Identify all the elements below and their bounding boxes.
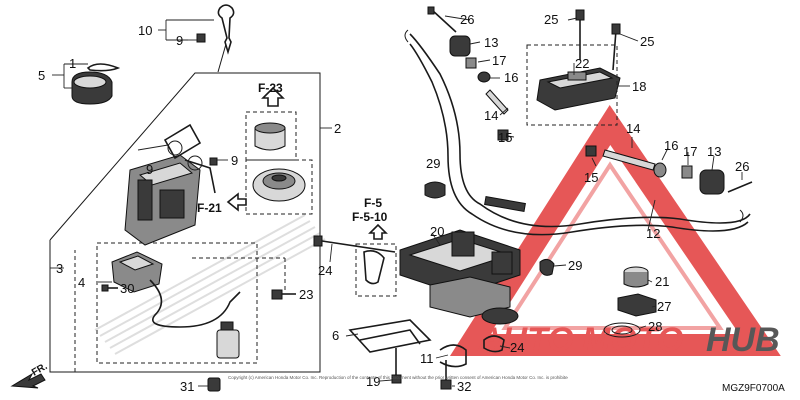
callout-16: 16: [664, 138, 678, 153]
callout-27: 27: [657, 299, 671, 314]
callout-32: 32: [457, 379, 471, 394]
assembly-outline: [49, 72, 332, 373]
nut-9-top: [196, 33, 206, 43]
callout-30: 30: [120, 281, 134, 296]
switch-housing: [111, 251, 241, 359]
bolt-30: [101, 284, 118, 292]
callout-28: 28: [648, 319, 662, 334]
lower-clamps: [348, 319, 505, 390]
callout-20: 20: [430, 224, 444, 239]
ref-f5: F-5: [364, 196, 382, 210]
callout-17: 17: [492, 53, 506, 68]
callout-17: 17: [683, 144, 697, 159]
callout-24: 24: [510, 340, 524, 355]
callout-14: 14: [626, 121, 640, 136]
ignition-switch: [124, 123, 216, 246]
f21-arrow: [226, 192, 247, 212]
stem-cap-parts: [603, 266, 657, 338]
callout-4: 4: [78, 275, 85, 290]
callout-3: 3: [56, 261, 63, 276]
callout-31: 31: [180, 379, 194, 394]
callout-26: 26: [460, 12, 474, 27]
handlebar-holder-upper: [526, 9, 621, 126]
front-label: FR.: [30, 361, 50, 379]
callout-25: 25: [544, 12, 558, 27]
callout-23: 23: [299, 287, 313, 302]
f5-clamp-box: [355, 243, 397, 297]
callout-29: 29: [568, 258, 582, 273]
bar-end-weight-right: [585, 145, 753, 195]
callout-12: 12: [646, 226, 660, 241]
ref-f5-10: F-5-10: [352, 210, 388, 224]
callout-13: 13: [707, 144, 721, 159]
callout-16: 16: [504, 70, 518, 85]
ignition-cover: [245, 86, 313, 215]
watermark-moto: MOTO: [582, 321, 683, 359]
callout-19: 19: [366, 374, 380, 389]
callout-21: 21: [655, 274, 669, 289]
callout-25: 25: [640, 34, 654, 49]
callout-11: 11: [420, 351, 434, 366]
callout-6: 6: [332, 328, 339, 343]
bar-end-weight-left: [427, 6, 509, 141]
callout-14: 14: [484, 108, 498, 123]
front-arrow: [10, 372, 46, 389]
callout-1: 1: [69, 56, 76, 71]
callout-9: 9: [231, 153, 238, 168]
watermark-hub: HUB: [706, 321, 780, 359]
callout-24: 24: [318, 263, 332, 278]
f5-arrow: [368, 223, 388, 240]
key-part-10: [196, 4, 235, 73]
callout-9: 9: [176, 33, 183, 48]
nut-9-right: [209, 157, 218, 166]
clamp-29-right: [539, 258, 555, 276]
handlebar-tube: [404, 29, 751, 236]
callout-29: 29: [426, 156, 440, 171]
watermark-auto: AUTO: [477, 321, 574, 359]
plug-31: [207, 377, 221, 392]
callout-15: 15: [584, 170, 598, 185]
copyright-note: Copyright (c) American Honda Motor Co. I…: [228, 375, 568, 380]
callout-22: 22: [575, 56, 589, 71]
diagram-code: MGZ9F0700A: [722, 383, 785, 394]
leader-lines: [137, 15, 743, 387]
callout-18: 18: [632, 79, 646, 94]
callout-15: 15: [498, 130, 512, 145]
bolt-24-left: [313, 235, 396, 253]
callout-2: 2: [334, 121, 341, 136]
callout-10: 10: [138, 23, 152, 38]
callout-26: 26: [735, 159, 749, 174]
ref-f23: F-23: [258, 81, 283, 95]
callout-5: 5: [38, 68, 45, 83]
callout-9: 9: [146, 162, 153, 177]
clip-part-1: [71, 63, 121, 105]
ref-f21: F-21: [197, 201, 222, 215]
clamp-29-left: [424, 181, 446, 199]
callout-13: 13: [484, 35, 498, 50]
top-bridge: [399, 229, 521, 325]
subassembly-outline: [96, 242, 258, 364]
